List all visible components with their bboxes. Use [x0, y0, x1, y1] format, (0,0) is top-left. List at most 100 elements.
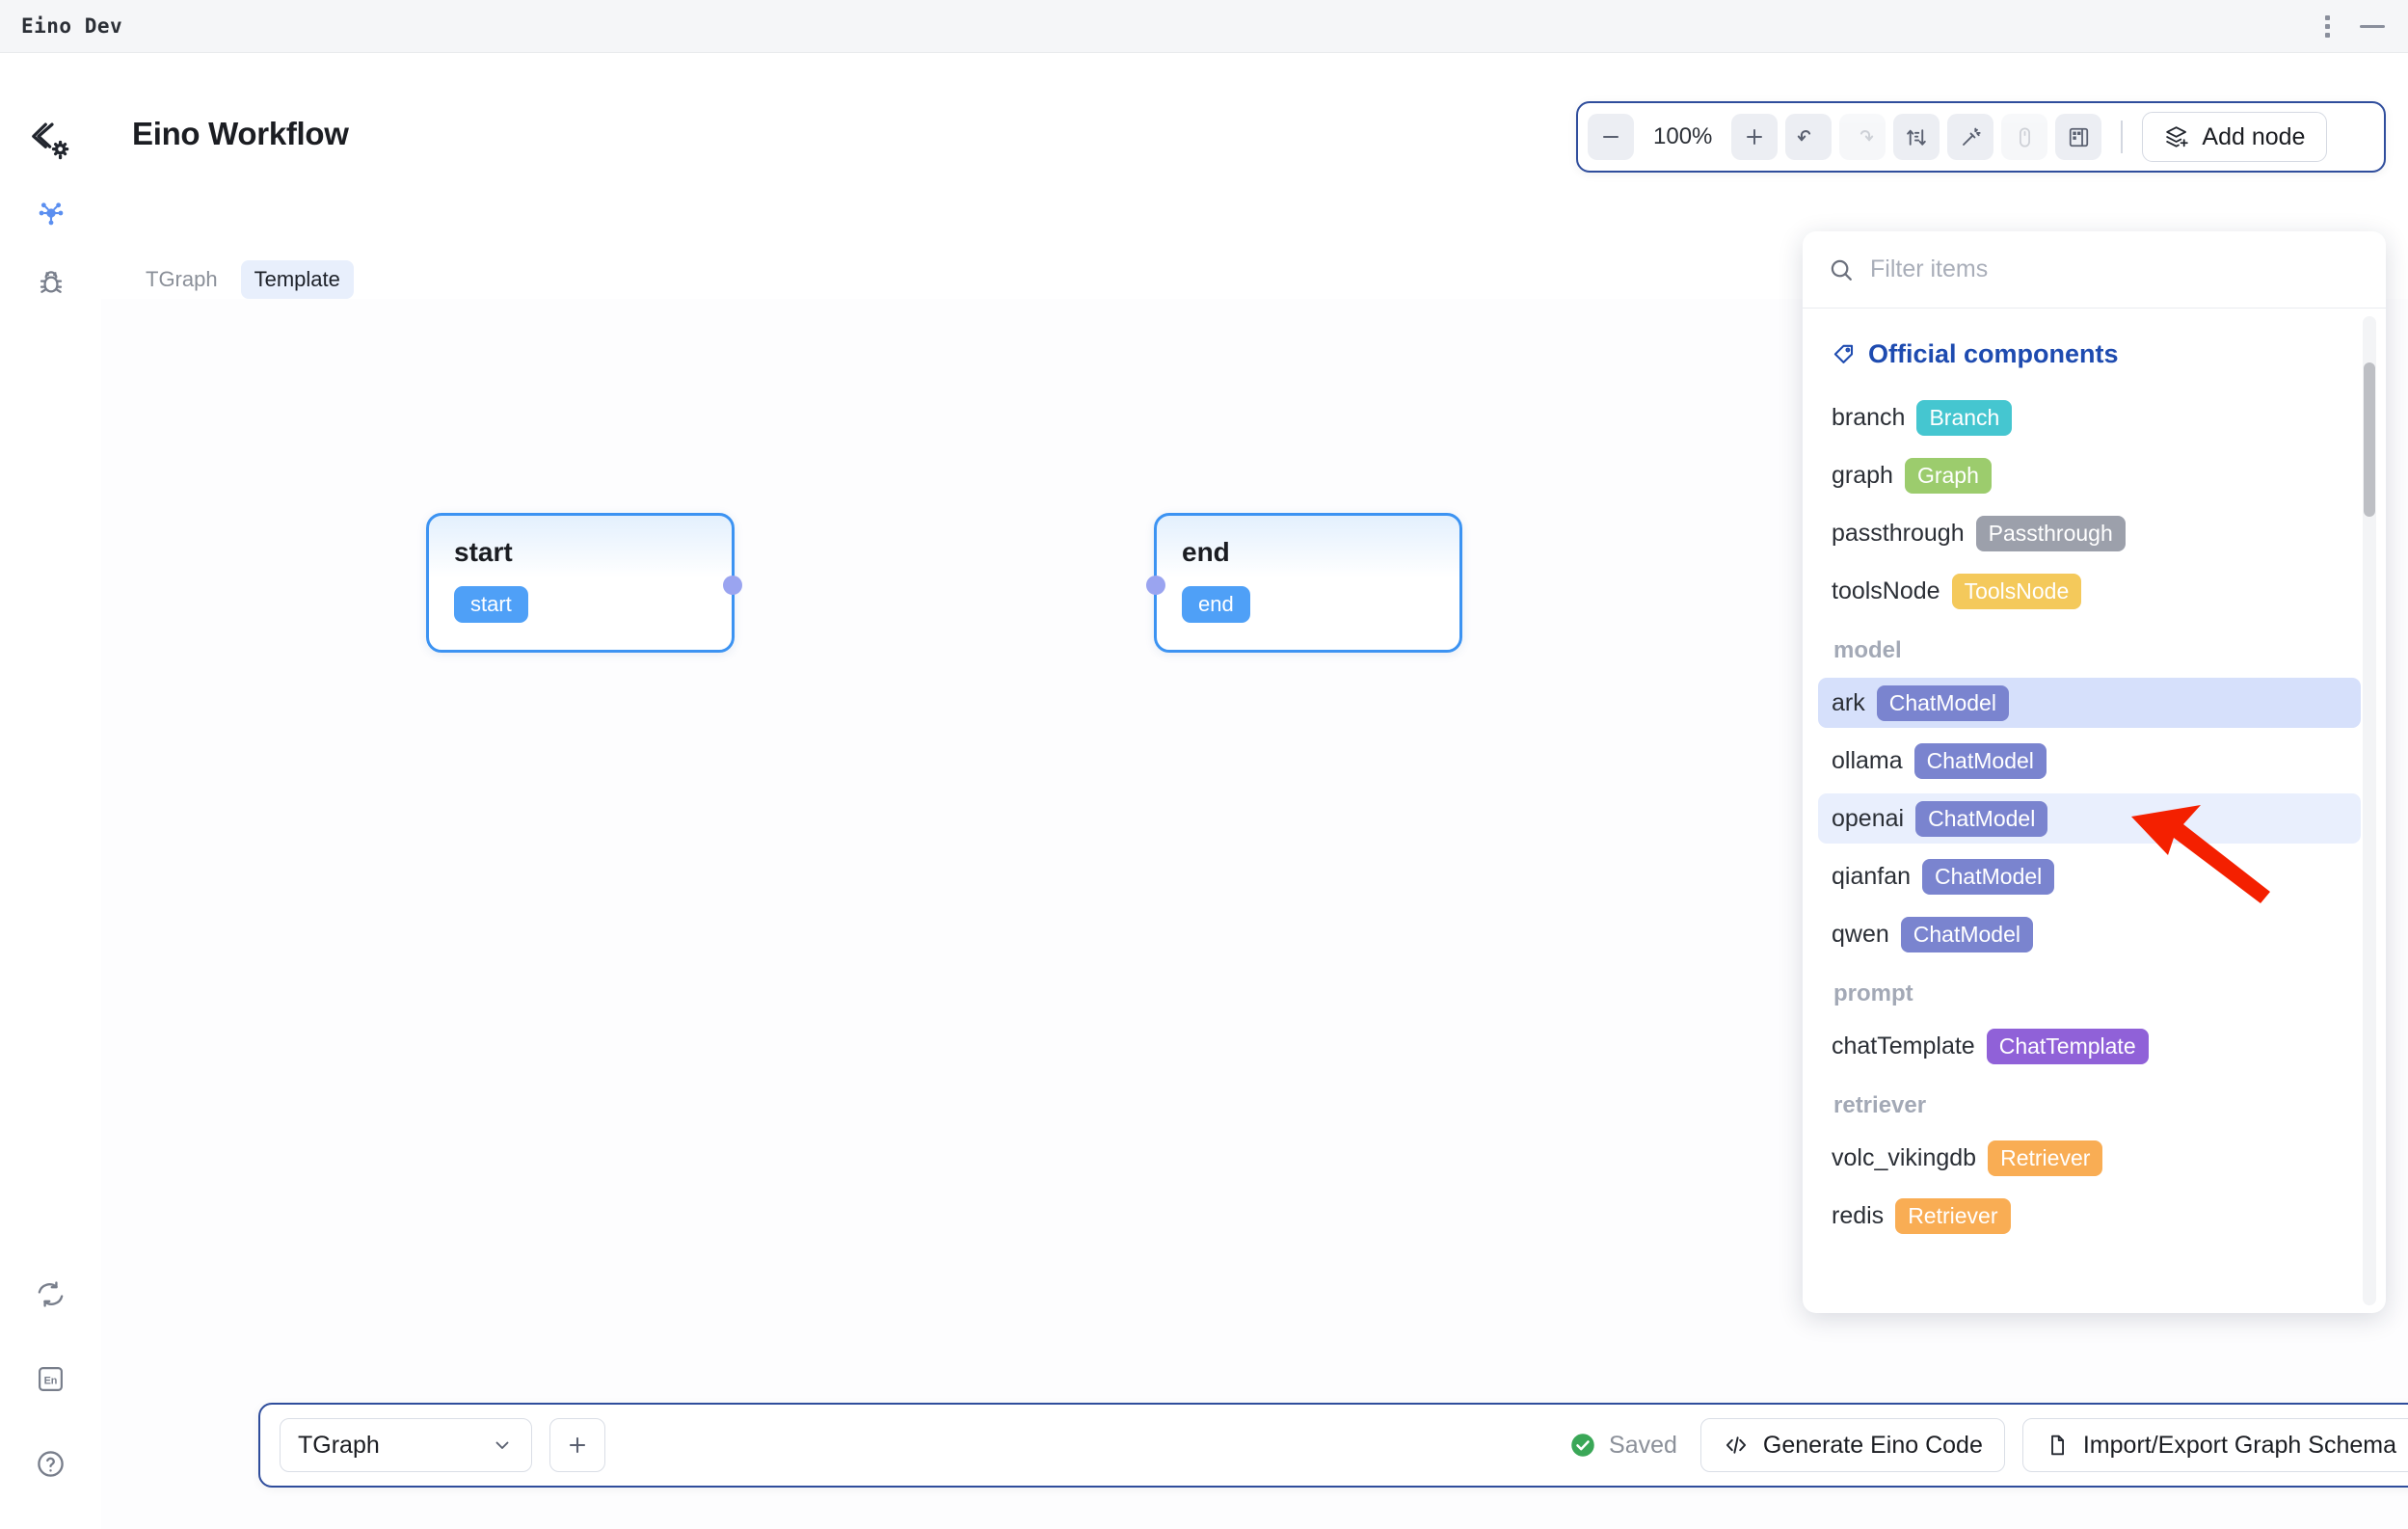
dropdown-item-name: qianfan — [1832, 862, 1912, 890]
document-icon — [2045, 1433, 2070, 1458]
plus-icon — [1743, 125, 1766, 148]
dropdown-item-qianfan[interactable]: qianfan ChatModel — [1818, 851, 2361, 901]
save-status: Saved — [1568, 1431, 1677, 1460]
node-start[interactable]: start start — [426, 513, 742, 653]
bottom-toolbar: TGraph Saved — [258, 1403, 2408, 1488]
saved-label: Saved — [1609, 1431, 1677, 1459]
app-title: Eino Dev — [21, 14, 123, 38]
code-brackets-icon — [1723, 1432, 1750, 1459]
dropdown-group-label-prompt: prompt — [1833, 980, 1913, 1006]
en-language-icon: En — [36, 1364, 66, 1394]
node-start-output-port[interactable] — [723, 576, 742, 595]
graph-select[interactable]: TGraph — [280, 1418, 532, 1472]
auto-layout-sort-icon — [1905, 125, 1929, 149]
dropdown-item-graph[interactable]: graph Graph — [1818, 450, 2361, 500]
generate-eino-code-label: Generate Eino Code — [1762, 1431, 1983, 1459]
more-vertical-icon[interactable] — [2315, 14, 2339, 38]
panel-layout-button[interactable] — [2055, 114, 2102, 160]
eino-layers-gear-icon — [29, 119, 73, 163]
dropdown-item-name: chatTemplate — [1832, 1032, 1975, 1060]
dropdown-item-name: volc_vikingdb — [1832, 1143, 1977, 1171]
chevron-down-icon — [491, 1434, 514, 1457]
node-end-chip: end — [1182, 586, 1250, 623]
dropdown-scroll-thumb[interactable] — [2364, 362, 2375, 517]
add-node-label: Add node — [2202, 122, 2306, 150]
tab-tgraph[interactable]: TGraph — [146, 267, 218, 291]
sidebar-item-debug[interactable] — [32, 263, 70, 302]
dropdown-item-name: openai — [1832, 804, 1905, 832]
window-controls — [2315, 14, 2408, 38]
auto-layout-button[interactable] — [1893, 114, 1940, 160]
question-circle-icon — [35, 1448, 67, 1480]
node-end-input-port[interactable] — [1146, 576, 1165, 595]
graph-tabs: TGraph Template — [132, 260, 354, 299]
filter-items-input[interactable] — [1870, 255, 2361, 283]
import-export-graph-schema-button[interactable]: Import/Export Graph Schema — [2021, 1418, 2408, 1472]
redo-button[interactable] — [1839, 114, 1886, 160]
dropdown-search-row — [1803, 231, 2386, 308]
page-title: Eino Workflow — [132, 116, 349, 151]
canvas-toolbar: 100% — [1576, 101, 2386, 173]
official-components-header: Official components — [1832, 339, 2347, 369]
undo-button[interactable] — [1785, 114, 1833, 160]
dropdown-item-name: ark — [1832, 688, 1865, 716]
dropdown-item-name: graph — [1832, 461, 1893, 489]
dropdown-item-name: qwen — [1832, 920, 1889, 948]
node-start-chip: start — [454, 586, 528, 623]
main-area: Eino Workflow TGraph Template start star… — [101, 53, 2408, 1529]
dropdown-item-name: toolsNode — [1832, 577, 1940, 604]
node-start-title: start — [454, 537, 513, 567]
minus-icon — [1599, 125, 1622, 148]
component-type-badge: ChatModel — [1913, 742, 2047, 779]
sidebar-item-sync[interactable] — [32, 1274, 70, 1313]
magic-wand-icon — [1959, 125, 1983, 149]
dropdown-item-qwen[interactable]: qwen ChatModel — [1818, 909, 2361, 959]
dropdown-group-label-model: model — [1833, 637, 1902, 663]
mouse-mode-button[interactable] — [2001, 114, 2048, 160]
dropdown-item-ollama[interactable]: ollama ChatModel — [1818, 736, 2361, 786]
sidebar-item-language[interactable]: En — [32, 1359, 70, 1398]
bug-icon — [36, 267, 67, 298]
official-components-label: Official components — [1868, 339, 2119, 368]
dropdown-scrollbar[interactable] — [2363, 316, 2376, 1305]
window-titlebar: Eino Dev — [0, 0, 2408, 53]
redo-arrow-icon — [1850, 124, 1875, 149]
dropdown-item-name: branch — [1832, 403, 1906, 431]
minimize-icon[interactable] — [2360, 24, 2385, 28]
tab-template[interactable]: Template — [240, 260, 354, 299]
zoom-out-button[interactable] — [1588, 114, 1634, 160]
generate-eino-code-button[interactable]: Generate Eino Code — [1699, 1418, 2005, 1472]
search-icon — [1828, 256, 1855, 283]
left-rail: En — [0, 53, 101, 1529]
toolbar-divider — [2121, 121, 2124, 153]
dropdown-item-name: ollama — [1832, 746, 1903, 774]
add-graph-button[interactable] — [549, 1418, 605, 1472]
component-type-badge: ChatModel — [1915, 800, 2048, 837]
node-end[interactable]: end end — [1146, 513, 1462, 653]
magic-button[interactable] — [1947, 114, 1994, 160]
tag-icon — [1832, 342, 1857, 367]
component-type-badge: ChatModel — [1900, 916, 2033, 952]
check-circle-icon — [1568, 1431, 1597, 1460]
component-type-badge: Retriever — [1895, 1197, 2011, 1234]
component-type-badge: Passthrough — [1975, 515, 2126, 551]
import-export-graph-schema-label: Import/Export Graph Schema — [2082, 1431, 2396, 1459]
dropdown-item-ark[interactable]: ark ChatModel — [1818, 678, 2361, 728]
add-node-button[interactable]: Add node — [2142, 112, 2328, 162]
sidebar-item-graph-view[interactable] — [32, 194, 70, 232]
zoom-in-button[interactable] — [1731, 114, 1779, 160]
component-type-badge: ChatModel — [1922, 858, 2055, 895]
mouse-pointer-mode-icon — [2013, 125, 2037, 149]
dropdown-item-openai[interactable]: openai ChatModel — [1818, 793, 2361, 844]
sidebar-item-help[interactable] — [32, 1444, 70, 1483]
component-type-badge: Graph — [1904, 457, 1992, 494]
component-type-badge: ChatModel — [1876, 684, 2009, 721]
